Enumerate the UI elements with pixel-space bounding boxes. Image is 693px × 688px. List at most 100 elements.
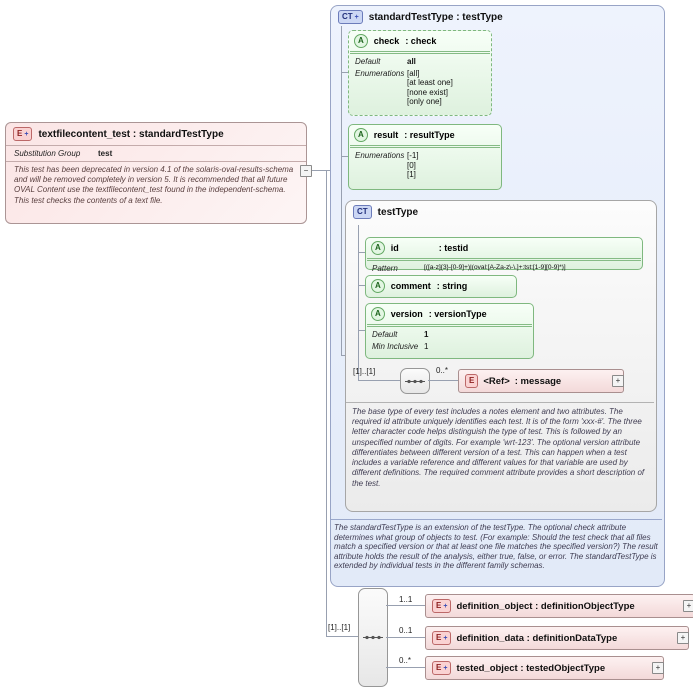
- attribute-header: A id : testid: [366, 238, 642, 258]
- type-documentation: The base type of every test includes a n…: [352, 407, 648, 489]
- type-header: CT + standardTestType : testType: [331, 6, 664, 28]
- element-icon: E +: [432, 599, 452, 613]
- element-textfilecontent-test[interactable]: E + textfilecontent_test : standardTestT…: [5, 122, 307, 224]
- divider: [367, 258, 641, 261]
- connector-line: [358, 380, 400, 381]
- element-definition-object[interactable]: E + definition_object : definitionObject…: [425, 594, 693, 618]
- occurrence-label: 1..1: [399, 595, 413, 604]
- attribute-header: A check : check: [349, 31, 491, 51]
- divider: [350, 145, 500, 148]
- documentation-text: This test has been deprecated in version…: [14, 165, 294, 195]
- attribute-id: A id : testid Pattern [([a-z]{3}-[0-9]+)…: [365, 237, 643, 273]
- connector-line: [358, 285, 365, 286]
- divider: [6, 145, 306, 146]
- divider: [331, 519, 662, 520]
- attribute-icon: A: [371, 241, 385, 255]
- expand-icon[interactable]: +: [677, 632, 689, 644]
- occurrence-label: 0..1: [399, 626, 413, 635]
- facet-values: [all] [at least one] [none exist] [only …: [407, 69, 485, 107]
- facet-values: [([a-z]{3}-[0-9]+)|(oval:[A-Za-z\-\.]+:t…: [424, 264, 636, 272]
- collapse-icon[interactable]: −: [300, 165, 312, 177]
- substitution-group-label: Substitution Group: [14, 149, 81, 158]
- element-ref[interactable]: E <Ref> : message: [458, 369, 624, 393]
- connector-line: [341, 156, 348, 157]
- sequence-indicator: [400, 368, 430, 394]
- expand-icon[interactable]: +: [683, 600, 693, 612]
- expand-icon[interactable]: +: [652, 662, 664, 674]
- attribute-name: result: [373, 130, 399, 140]
- facet-label: Enumerations: [355, 151, 405, 160]
- sequence-indicator: [358, 588, 388, 687]
- connector-line: [310, 170, 330, 171]
- facet-value: [none exist]: [407, 87, 448, 97]
- attribute-header: A version : versionType: [366, 304, 533, 324]
- attribute-type: : string: [436, 281, 468, 291]
- connector-line: [341, 355, 345, 356]
- connector-line: [358, 225, 359, 380]
- facet-rows: Pattern [([a-z]{3}-[0-9]+)|(oval:[A-Za-z…: [366, 261, 642, 276]
- element-icon: E: [465, 374, 479, 388]
- facet-label: Min Inclusive: [372, 341, 419, 351]
- plus-icon: +: [443, 602, 448, 610]
- facet-value: [-1]: [407, 151, 419, 160]
- element-icon: E +: [432, 661, 452, 675]
- element-icon: E +: [432, 631, 452, 645]
- type-documentation: The standardTestType is an extension of …: [334, 523, 659, 571]
- plus-icon: +: [354, 13, 359, 21]
- occurrence-label: 0..*: [399, 656, 412, 665]
- element-definition-data[interactable]: E + definition_data : definitionDataType: [425, 626, 689, 650]
- plus-icon: +: [443, 664, 448, 672]
- attribute-icon: A: [371, 307, 385, 321]
- plus-icon: +: [443, 634, 448, 642]
- facet-value: [at least one]: [407, 78, 453, 88]
- element-icon: E +: [13, 127, 33, 141]
- element-tested-object[interactable]: E + tested_object : testedObjectType: [425, 656, 664, 680]
- substitution-group-value: test: [98, 149, 113, 158]
- attribute-icon: A: [354, 128, 368, 142]
- type-title: testType: [377, 206, 419, 218]
- connector-line: [341, 26, 342, 355]
- facet-value: [0]: [407, 160, 416, 170]
- attribute-icon: A: [354, 34, 368, 48]
- connector-line: [358, 252, 365, 253]
- facet-value: 1: [424, 341, 429, 351]
- attribute-name: version: [390, 309, 423, 319]
- element-title: definition_data : definitionDataType: [456, 632, 618, 644]
- connector-line: [326, 170, 327, 636]
- attribute-check: A check : check Default all Enumerations…: [348, 30, 492, 116]
- documentation-text: This test checks the contents of a text …: [14, 195, 163, 205]
- facet-label: Default: [355, 57, 381, 66]
- type-title: standardTestType : testType: [368, 11, 503, 23]
- facet-value: [all]: [407, 68, 420, 78]
- attribute-type: : check: [405, 36, 437, 46]
- attribute-name: id: [390, 243, 399, 253]
- sequence-icon: [363, 635, 383, 640]
- facet-label: Pattern: [372, 264, 398, 273]
- badge-letter: E: [436, 663, 442, 672]
- connector-line: [428, 380, 458, 381]
- attribute-header: A result : resultType: [349, 125, 501, 145]
- attribute-type: : testid: [438, 243, 469, 253]
- sequence-icon: [405, 379, 425, 383]
- attribute-comment: A comment : string: [365, 275, 517, 298]
- documentation-text: The base type of every test includes a n…: [352, 407, 645, 488]
- attribute-type: : versionType: [428, 309, 487, 319]
- badge-letter: E: [436, 601, 442, 610]
- attribute-name: comment: [390, 281, 431, 291]
- connector-line: [358, 330, 365, 331]
- attribute-result: A result : resultType Enumerations [-1] …: [348, 124, 502, 190]
- occurrence-label: 0..*: [436, 366, 449, 375]
- element-title: tested_object : testedObjectType: [456, 662, 606, 674]
- facet-value: [only one]: [407, 97, 442, 107]
- connector-line: [326, 636, 358, 637]
- facet-values: all: [407, 57, 485, 67]
- facet-value: [1]: [407, 170, 416, 180]
- divider: [367, 324, 532, 327]
- element-header: E + textfilecontent_test : standardTestT…: [6, 123, 306, 145]
- expand-icon[interactable]: +: [612, 375, 624, 387]
- element-title: definition_object : definitionObjectType: [456, 600, 635, 612]
- complex-type-icon: CT: [353, 205, 372, 219]
- element-title: textfilecontent_test : standardTestType: [38, 128, 224, 140]
- badge-letter: E: [17, 129, 23, 138]
- facet-values: 1: [424, 330, 527, 340]
